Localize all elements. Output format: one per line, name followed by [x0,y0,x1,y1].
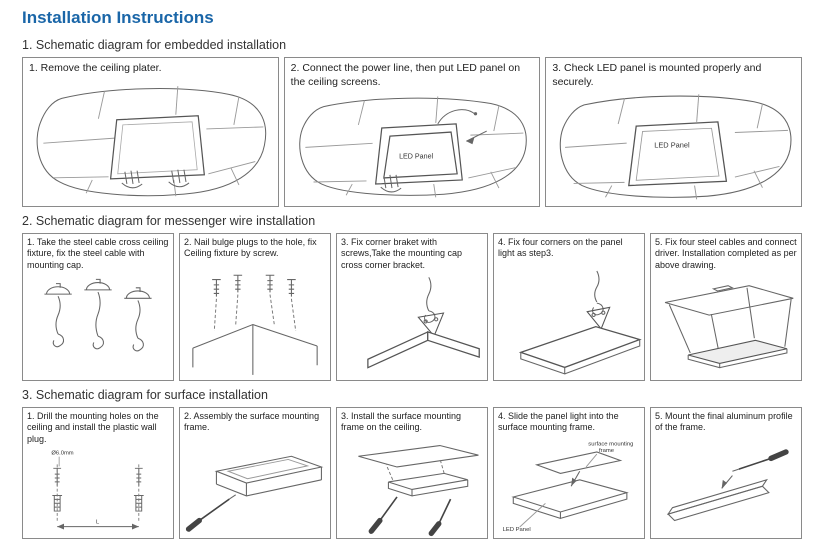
wall-plug-icon [52,494,144,512]
steel-cable-icon [594,270,600,302]
drill-holes-illustration: Ø6.0mm L [51,450,144,530]
step-text: 5. Mount the final aluminum profile of t… [655,411,793,433]
four-corners-hook-illustration [518,270,642,375]
suspended-assembly-illustration [664,284,794,369]
led-panel-label: LED Panel [399,153,433,161]
surface-step-5-panel: 5. Mount the final aluminum profile of t… [650,407,802,539]
arrow-icon [465,137,475,145]
section-heading-messenger: 2. Schematic diagram for messenger wire … [22,214,316,228]
step-text: 1. Drill the mounting holes on the ceili… [27,411,159,444]
embedded-step-2-panel: 2. Connect the power line, then put LED … [283,57,541,207]
surface-step-3-panel: 3. Install the surface mounting frame on… [336,407,488,539]
messenger-step-2-panel: 2. Nail bulge plugs to the hole, fix Cei… [179,233,331,381]
section-heading-surface: 3. Schematic diagram for surface install… [22,388,268,402]
screw-icon [212,274,296,297]
surface-frame-icon [214,455,324,496]
step-text: 2. Assembly the surface mounting frame. [184,411,320,433]
mounting-cap-cable-icon [44,282,72,347]
installation-instructions-page: Installation Instructions 1. Schematic d… [22,8,803,539]
steel-cable-mounting-cap-illustration [44,278,152,352]
bulge-plugs-illustration [192,274,318,375]
step-text: 2. Connect the power line, then put LED … [290,62,521,88]
led-panel-icon [688,339,788,364]
messenger-step-3-panel: 3. Fix corner braket with screws,Take th… [336,233,488,381]
step-text: 2. Nail bulge plugs to the hole, fix Cei… [184,237,317,259]
surface-frame-label: frame [599,447,614,453]
connect-power-line-illustration: LED Panel [298,96,527,198]
power-cable-icon [437,109,475,125]
surface-step-2-panel: 2. Assembly the surface mounting frame. [179,407,331,539]
length-label: L [96,519,100,525]
slide-panel-into-frame-illustration: surface mounting frame LED Panel [503,441,634,533]
surface-frame-label: surface mounting [588,441,633,447]
diameter-label: Ø6.0mm [51,450,73,456]
arrow-icon [721,479,728,488]
panel-edge-icon [367,330,429,369]
arrow-icon [571,477,577,486]
steel-cable-icon [426,276,432,311]
led-panel-label: LED Panel [503,527,531,533]
remove-ceiling-plate-illustration [36,85,267,196]
hands-icon [121,169,190,188]
step-text: 5. Fix four steel cables and connect dri… [655,237,797,270]
screwdriver-icon [428,498,452,536]
mount-aluminum-profile-illustration [666,448,789,521]
panel-surface-icon [518,325,642,368]
embedded-step-1-panel: 1. Remove the ceiling plater. [22,57,279,207]
embedded-step-3-panel: 3. Check LED panel is mounted properly a… [545,57,803,207]
frame-on-ceiling-illustration [358,444,479,536]
led-panel-slab-icon [534,450,623,474]
screwdriver-icon [368,495,398,534]
section-messenger-wire-installation: 2. Schematic diagram for messenger wire … [22,214,802,381]
ceiling-plane-icon [664,284,794,316]
surface-frame-icon [387,472,469,497]
step-text: 1. Take the steel cable cross ceiling fi… [27,237,169,270]
screwdriver-icon [185,493,237,532]
page-title: Installation Instructions [22,8,214,27]
hook-icon [424,310,436,323]
surface-step-1-panel: 1. Drill the mounting holes on the ceili… [22,407,174,539]
step-text: 3. Check LED panel is mounted properly a… [552,62,762,88]
ceiling-corner-icon [192,323,318,375]
arrow-icon [131,523,139,530]
step-text: 4. Slide the panel light into the surfac… [498,411,619,433]
step-text: 1. Remove the ceiling plater. [29,62,162,74]
messenger-steps-row: 1. Take the steel cable cross ceiling fi… [22,233,802,381]
hand-icon [380,175,402,193]
screw-icon [53,467,143,486]
embedded-steps-row: 1. Remove the ceiling plater. [22,57,803,207]
assemble-frame-illustration [185,455,324,532]
corner-bracket-icon [417,312,445,337]
step-text: 3. Install the surface mounting frame on… [341,411,462,433]
ceiling-plane-icon [358,444,479,468]
panel-edge-icon [427,330,480,358]
screwdriver-icon [732,448,789,472]
section-surface-installation: 3. Schematic diagram for surface install… [22,388,802,539]
check-mounted-panel-illustration: LED Panel [560,94,792,200]
driver-box-icon [711,284,734,292]
corner-bracket-hook-illustration [367,276,480,369]
step-text: 4. Fix four corners on the panel light a… [498,237,623,259]
mounting-cap-cable-icon [84,278,112,350]
corner-bracket-icon [586,306,611,330]
messenger-step-4-panel: 4. Fix four corners on the panel light a… [493,233,645,381]
arrow-icon [57,523,65,530]
messenger-step-5-panel: 5. Fix four steel cables and connect dri… [650,233,802,381]
section-heading-embedded: 1. Schematic diagram for embedded instal… [22,38,287,52]
aluminum-profile-icon [666,478,770,521]
messenger-step-1-panel: 1. Take the steel cable cross ceiling fi… [22,233,174,381]
surface-frame-icon [511,478,629,519]
step-text: 3. Fix corner braket with screws,Take th… [341,237,463,270]
surface-step-4-panel: 4. Slide the panel light into the surfac… [493,407,645,539]
mounting-cap-cable-icon [124,287,152,352]
surface-steps-row: 1. Drill the mounting holes on the ceili… [22,407,802,539]
led-panel-label: LED Panel [655,141,691,150]
section-embedded-installation: 1. Schematic diagram for embedded instal… [22,38,803,207]
